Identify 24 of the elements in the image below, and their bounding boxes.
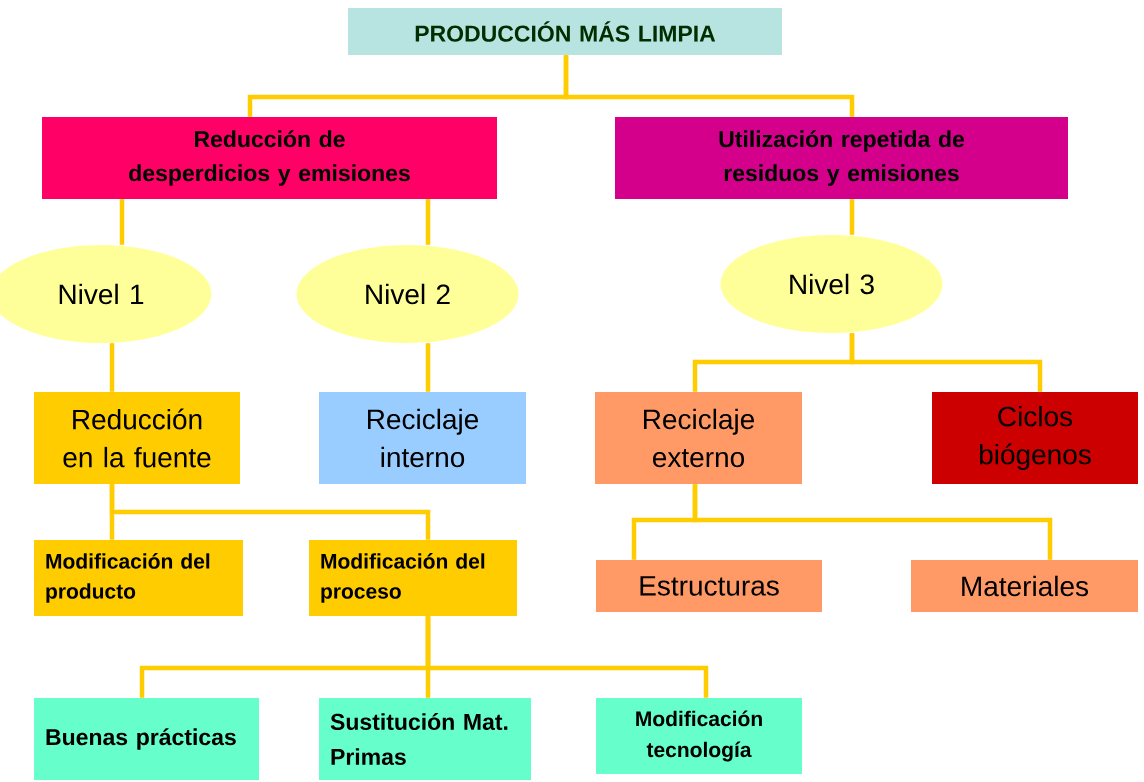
process-box: Materiales bbox=[911, 560, 1138, 612]
connector-line bbox=[425, 616, 709, 698]
connector-line bbox=[425, 343, 431, 392]
process-box: Reducción en la fuente bbox=[34, 392, 240, 484]
process-box: Reciclaje interno bbox=[319, 392, 526, 484]
process-box: Modificación del producto bbox=[34, 540, 243, 616]
connector-line bbox=[849, 333, 1043, 392]
connector-line bbox=[692, 484, 1053, 560]
process-box: Sustitución Mat. Primas bbox=[319, 698, 531, 780]
category-box: Utilización repetida de residuos y emisiones bbox=[615, 117, 1068, 199]
connector-line bbox=[109, 484, 431, 540]
process-box: Modificación tecnología bbox=[596, 698, 802, 774]
category-box: Reducción de desperdicios y emisiones bbox=[42, 117, 497, 199]
connector-line bbox=[119, 199, 125, 245]
process-box: Modificación del proceso bbox=[309, 540, 517, 616]
process-box: Buenas prácticas bbox=[34, 698, 259, 780]
connector-line bbox=[563, 55, 855, 117]
process-box: Reciclaje externo bbox=[595, 392, 802, 484]
connector-line bbox=[109, 343, 115, 392]
process-box: Estructuras bbox=[596, 560, 822, 612]
process-box: Ciclos biógenos bbox=[932, 392, 1138, 484]
title-box: PRODUCCIÓN MÁS LIMPIA bbox=[348, 8, 782, 55]
connector-line bbox=[849, 199, 855, 235]
connector-line bbox=[425, 199, 431, 245]
